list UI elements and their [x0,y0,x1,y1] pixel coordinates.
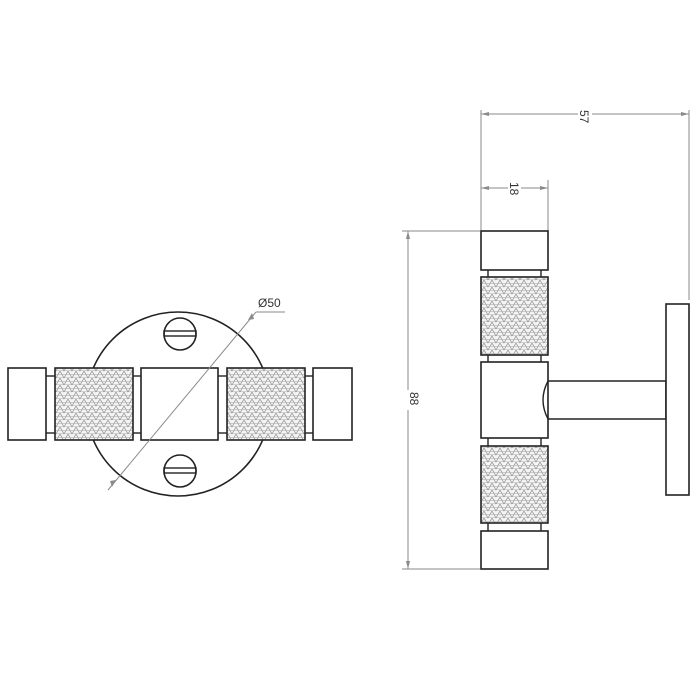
side-view: 57 18 88 [400,104,690,570]
side-bar-center [480,361,549,439]
side-knurled-grip-top [480,276,549,356]
side-bar-necks [487,270,542,531]
diameter-dimension: Ø50 [107,296,285,491]
bar-end-right [312,367,353,441]
bar-width-dimension: 18 [481,178,548,198]
screw-bottom-icon [163,454,197,488]
bar-width-label: 18 [507,182,521,196]
bar-necks [46,375,313,434]
side-backplate [665,303,690,496]
knurled-grip-left [54,367,134,441]
stem [540,380,667,420]
side-bar-end-bottom [480,530,549,570]
front-view: Ø50 [7,296,353,497]
bar-length-label: 88 [407,392,421,406]
bar-end-left [7,367,47,441]
side-bar-end-top [480,230,549,271]
projection-dimension: 57 [481,104,689,124]
knurled-grip-right [226,367,306,441]
bar-length-dimension: 88 [400,231,421,569]
diameter-label: Ø50 [258,296,281,310]
screw-top-icon [163,317,197,351]
side-knurled-grip-bottom [480,445,549,524]
projection-label: 57 [577,110,591,124]
